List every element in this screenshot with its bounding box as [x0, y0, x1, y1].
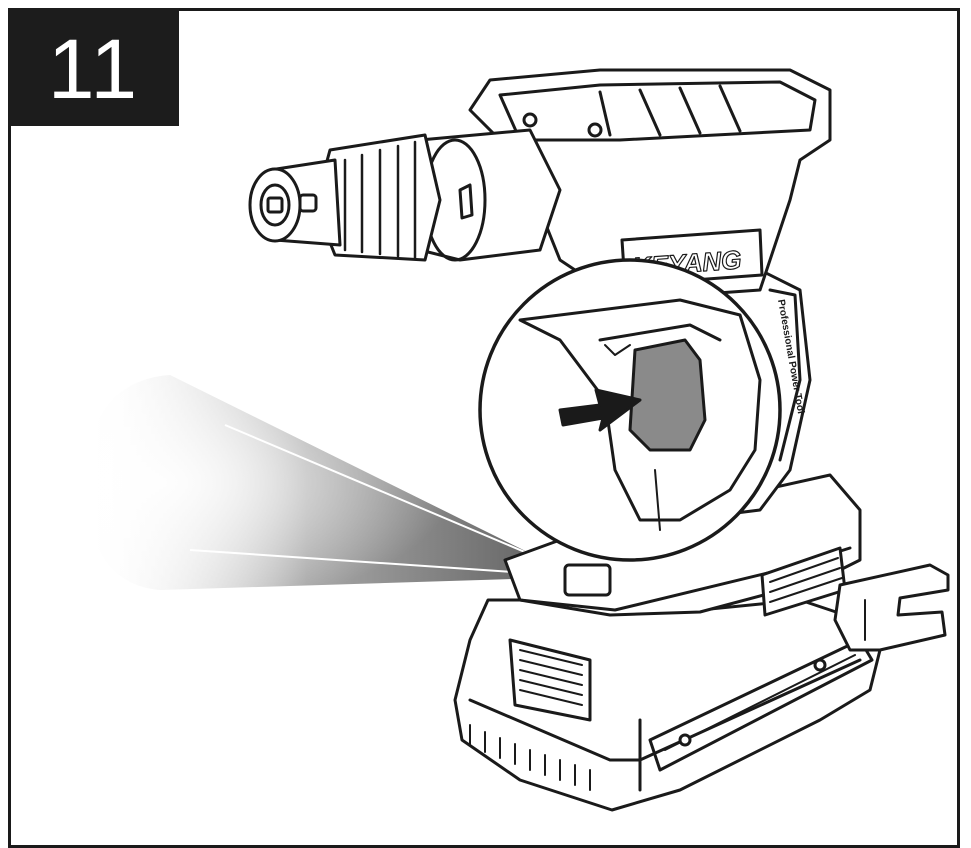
led-light: [563, 563, 612, 597]
trigger-button[interactable]: [628, 338, 707, 452]
step-number: 11: [47, 22, 140, 116]
bit-holder: [248, 158, 342, 247]
battery-pack: [453, 598, 882, 812]
trigger-callout: [478, 258, 782, 562]
belt-clip: [833, 563, 950, 652]
nose-cone: [418, 128, 562, 262]
press-arrow-icon: [558, 388, 642, 432]
light-beam-icon: [85, 375, 578, 590]
step-badge: 11: [8, 8, 179, 126]
